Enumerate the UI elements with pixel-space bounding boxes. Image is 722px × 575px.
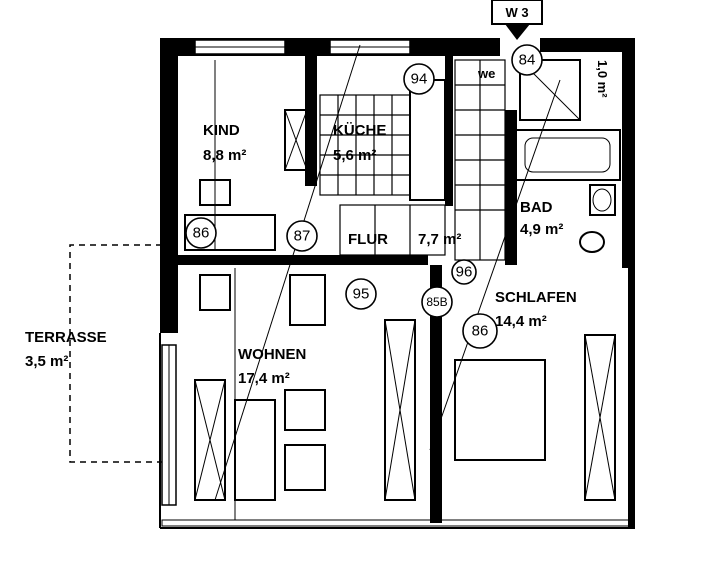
- kind-furniture: [184, 60, 308, 251]
- marker-86-kind: 86: [193, 225, 210, 242]
- room-bad-area: 4,9 m²: [520, 221, 563, 238]
- wc-label: we: [477, 66, 495, 81]
- marker-94: 94: [411, 71, 428, 88]
- outer-walls: [159, 38, 635, 529]
- room-kueche-name: KÜCHE: [333, 122, 386, 139]
- marker-84: 84: [519, 52, 536, 69]
- flur-stairs: [339, 59, 506, 261]
- room-terrasse-name: TERRASSE: [25, 329, 107, 346]
- room-wohnen-area: 17,4 m²: [238, 370, 290, 387]
- room-wohnen-name: WOHNEN: [238, 346, 306, 363]
- terrace-outline: [69, 244, 162, 463]
- diagonal-lines: [214, 44, 561, 501]
- marker-w3: W 3 84 we 1,0 m²: [477, 0, 610, 98]
- marker-85b: 85B: [426, 295, 447, 309]
- room-kind-name: KIND: [203, 122, 240, 139]
- marker-w3-label: W 3: [505, 5, 528, 20]
- room-bad-name: BAD: [520, 199, 553, 216]
- room-terrasse-area: 3,5 m²: [25, 353, 68, 370]
- schlafen-furniture: [384, 319, 616, 501]
- room-schlafen-name: SCHLAFEN: [495, 289, 577, 306]
- room-kueche-area: 5,6 m²: [333, 147, 376, 164]
- circled-markers: 94 86 87 96 95 85B 86: [185, 63, 498, 349]
- room-flur-name: FLUR: [348, 231, 388, 248]
- windows: [161, 39, 411, 506]
- marker-96: 96: [456, 264, 473, 281]
- room-schlafen-area: 14,4 m²: [495, 313, 547, 330]
- room-labels: KIND 8,8 m² KÜCHE 5,6 m² FLUR 7,7 m² BAD…: [25, 122, 577, 387]
- kueche-tiles: [319, 79, 446, 201]
- marker-87: 87: [294, 228, 311, 245]
- marker-86-schlafen: 86: [472, 323, 489, 340]
- room-flur-area: 7,7 m²: [418, 231, 461, 248]
- wohnen-furniture: [194, 268, 326, 520]
- vertical-area-label: 1,0 m²: [595, 60, 610, 98]
- room-kind-area: 8,8 m²: [203, 147, 246, 164]
- marker-95: 95: [353, 286, 370, 303]
